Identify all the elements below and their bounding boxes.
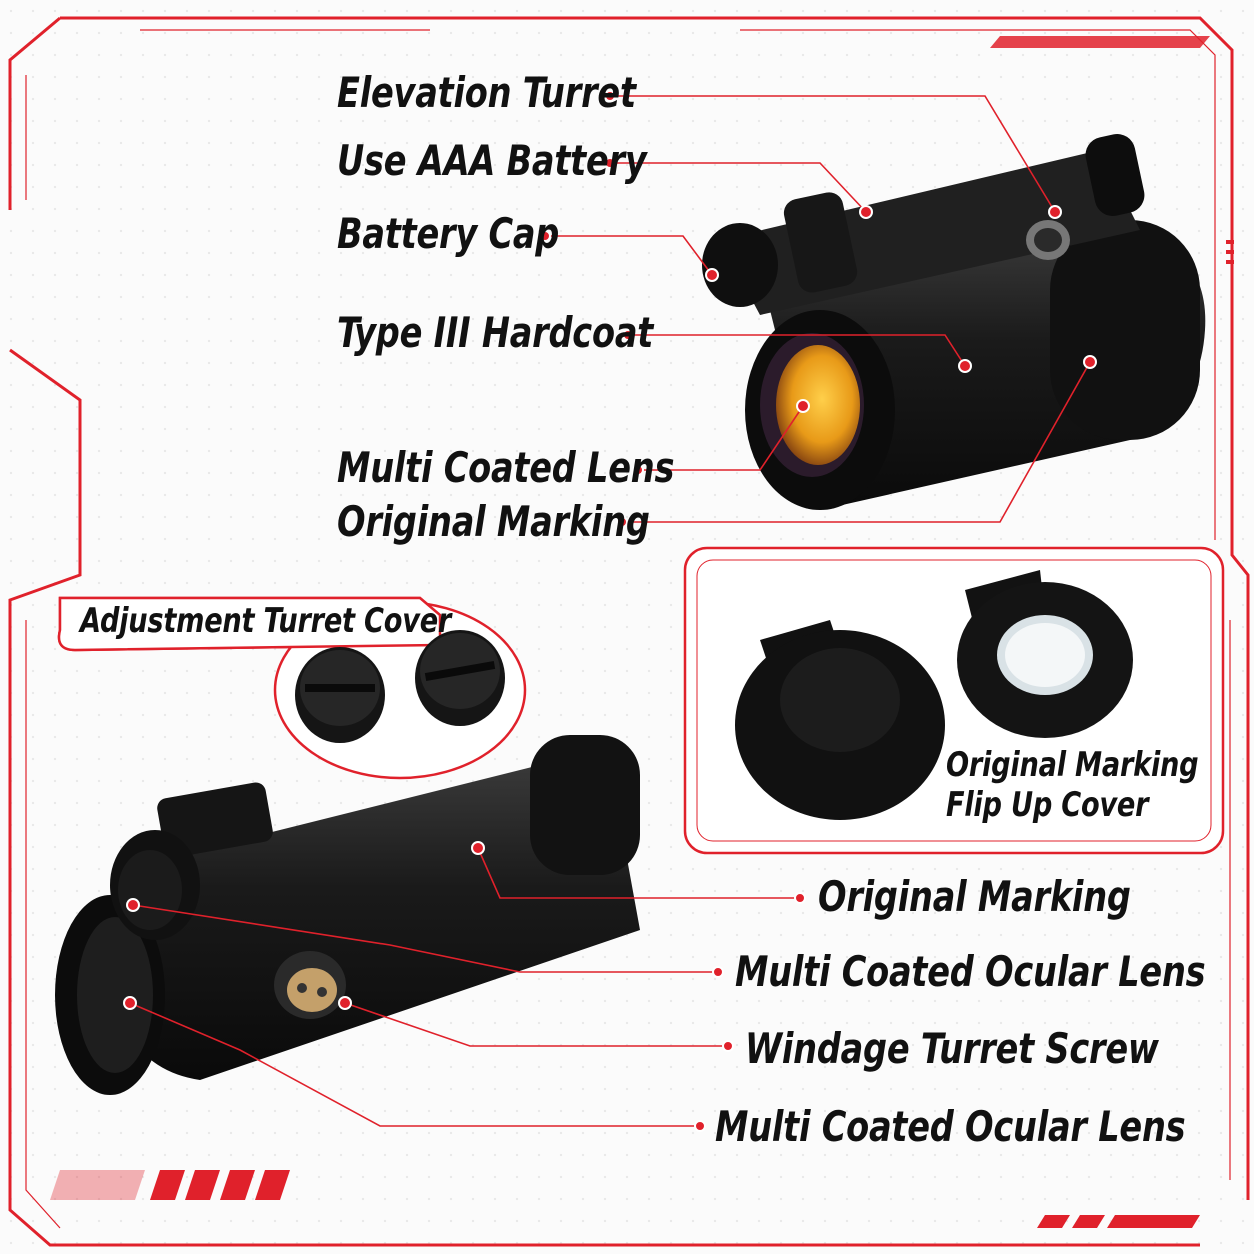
turret-caps (295, 630, 505, 743)
flip-cover-line2: Flip Up Cover (946, 785, 1149, 825)
red-dot-sight-top (702, 134, 1206, 510)
label-elevation-turret: Elevation Turret (337, 68, 636, 117)
label-windage-turret-screw: Windage Turret Screw (745, 1024, 1159, 1073)
label-multi-coated-ocular-lens-2: Multi Coated Ocular Lens (715, 1102, 1186, 1151)
label-battery-cap: Battery Cap (337, 209, 560, 258)
flip-cover-line1: Original Marking (946, 745, 1199, 785)
flip-up-covers (735, 570, 1133, 820)
label-multi-coated-ocular-lens-1: Multi Coated Ocular Lens (735, 947, 1206, 996)
label-multi-coated-lens: Multi Coated Lens (337, 443, 675, 492)
label-use-aaa-battery: Use AAA Battery (337, 136, 647, 185)
turret-cover-title: Adjustment Turret Cover (80, 601, 452, 641)
label-type-iii-hardcoat: Type III Hardcoat (337, 308, 654, 357)
label-original-marking-bottom: Original Marking (818, 872, 1131, 921)
label-original-marking-top: Original Marking (337, 497, 650, 546)
